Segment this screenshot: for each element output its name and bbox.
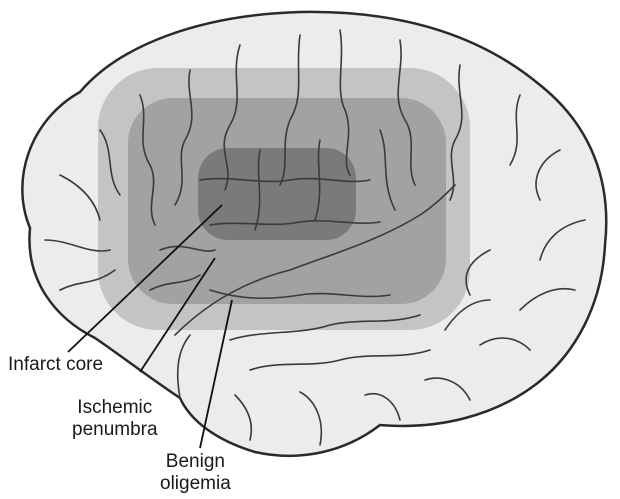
benign-oligemia-label-line2: oligemia bbox=[160, 473, 231, 495]
infarct-core-zone bbox=[198, 148, 356, 240]
ischemic-penumbra-label-line2: penumbra bbox=[72, 419, 158, 441]
infarct-core-label: Infarct core bbox=[8, 354, 103, 376]
ischemic-penumbra-label: Ischemic penumbra bbox=[72, 397, 158, 441]
benign-oligemia-label: Benign oligemia bbox=[160, 451, 231, 495]
ischemic-penumbra-label-line1: Ischemic bbox=[72, 397, 158, 419]
benign-oligemia-label-line1: Benign bbox=[160, 451, 231, 473]
